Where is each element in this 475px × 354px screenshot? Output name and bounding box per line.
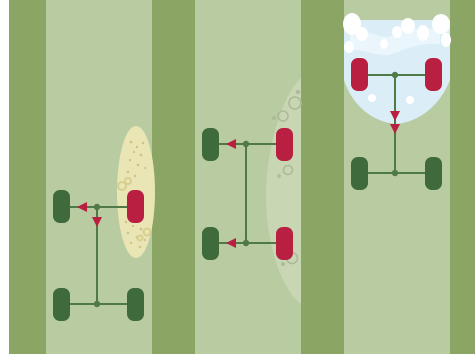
wheel-rear-left xyxy=(202,227,219,260)
stripe-dark-1 xyxy=(9,0,46,354)
front-diff-node xyxy=(243,141,249,147)
stripe-dark-3 xyxy=(301,0,344,354)
front-diff-node xyxy=(392,72,398,78)
stripe-dark-4 xyxy=(450,0,475,354)
rear-diff-node xyxy=(94,301,100,307)
wheel-rear-right xyxy=(127,288,144,321)
rear-diff-node xyxy=(392,170,398,176)
wheel-front-right-active xyxy=(425,58,442,91)
wheel-front-right-active xyxy=(276,128,293,161)
wheel-rear-right xyxy=(425,157,442,190)
wheel-front-left-active xyxy=(351,58,368,91)
wheel-rear-left xyxy=(53,288,70,321)
wheel-front-left xyxy=(53,190,70,223)
wheel-front-right-active xyxy=(127,190,144,223)
wheel-rear-right-active xyxy=(276,227,293,260)
rear-diff-node xyxy=(243,240,249,246)
wheel-front-left xyxy=(202,128,219,161)
stripe-dark-2 xyxy=(152,0,195,354)
front-diff-node xyxy=(94,204,100,210)
wheel-rear-left xyxy=(351,157,368,190)
